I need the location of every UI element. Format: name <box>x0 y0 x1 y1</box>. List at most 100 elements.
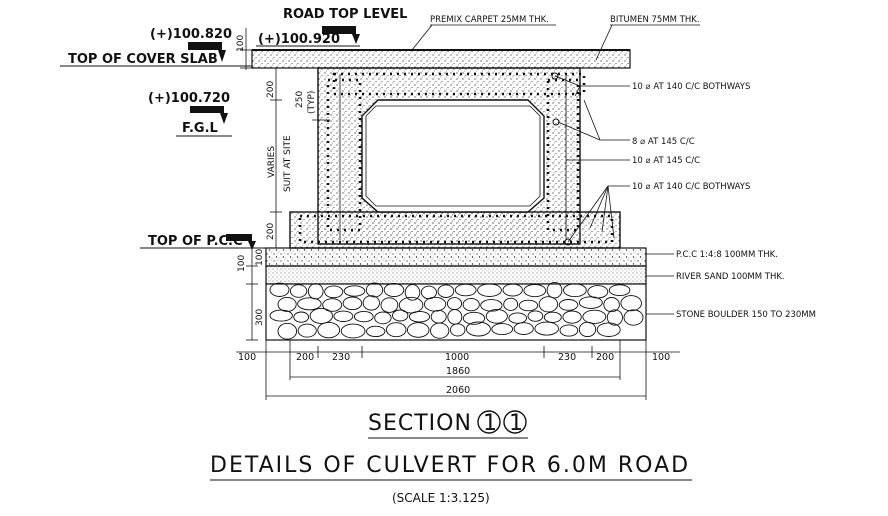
pcc-level-label: TOP OF P.C.C <box>148 234 243 249</box>
horizontal-dimensions <box>236 340 680 400</box>
stone-boulder <box>385 322 407 338</box>
dim-200-b: 200 <box>266 223 276 240</box>
stone-boulder <box>269 309 293 322</box>
stone-boulder <box>437 284 455 298</box>
stone-boulder <box>340 323 366 339</box>
stone-boulder <box>462 297 480 312</box>
river-sand-label: RIVER SAND 100MM THK. <box>676 272 785 282</box>
section-number-a: 1 <box>483 411 498 436</box>
rebar-10-145-note: 10 ⌀ AT 145 C/C <box>566 156 700 166</box>
stone-boulder <box>317 321 341 339</box>
stone-boulder <box>582 309 607 324</box>
dim-seg-200-left: 200 <box>296 352 314 363</box>
stone-boulder <box>562 310 582 324</box>
bitumen-label: BITUMEN 75MM THK. <box>610 15 700 25</box>
dim-250-typ: (TYP) <box>307 91 317 114</box>
stone-boulder <box>546 281 563 299</box>
stone-boulder <box>353 310 374 323</box>
stone-boulder <box>297 297 322 311</box>
scale-note: (SCALE 1:3.125) <box>392 491 490 505</box>
stone-boulder <box>527 310 544 322</box>
stone-boulder <box>543 311 562 323</box>
stone-boulder <box>406 322 430 338</box>
stone-boulder <box>623 309 644 326</box>
stone-boulder <box>480 299 503 312</box>
stone-boulder <box>559 324 579 337</box>
stone-boulder <box>430 322 450 339</box>
stone-boulder <box>608 284 631 297</box>
dim-300: 300 <box>255 309 265 326</box>
rebar-top-label: 10 ⌀ AT 140 C/C BOTHWAYS <box>632 82 750 92</box>
rebar-bottom-note: 10 ⌀ AT 140 C/C BOTHWAYS <box>564 182 750 246</box>
stone-boulder <box>508 312 527 324</box>
dim-100-pcc: 100 <box>237 255 247 272</box>
fgl-level-marker: (+)100.720 F.G.L <box>148 91 232 137</box>
stone-boulder <box>620 295 642 312</box>
vertical-dimensions <box>240 28 330 341</box>
stone-boulder <box>606 309 623 326</box>
road-top-value: (+)100.920 <box>258 32 340 47</box>
dim-seg-230-left: 230 <box>332 352 350 363</box>
stone-boulder <box>462 311 486 325</box>
rebar-top-note: 10 ⌀ AT 140 C/C BOTHWAYS <box>551 72 750 97</box>
rebar-8-note: 8 ⌀ AT 145 C/C <box>552 99 695 147</box>
stone-boulder <box>596 322 621 337</box>
road-surface-layer <box>251 49 631 69</box>
stone-boulder <box>398 296 424 314</box>
stone-label: STONE BOULDER 150 TO 230MM <box>676 310 816 320</box>
dim-100-sand: 100 <box>255 249 265 266</box>
section-number-b: 1 <box>509 411 524 436</box>
dim-2060: 2060 <box>446 385 470 396</box>
stone-boulder <box>513 322 534 335</box>
stone-boulder <box>563 283 587 298</box>
stone-boulder <box>518 299 539 312</box>
dim-seg-230-right: 230 <box>558 352 576 363</box>
bitumen-note: BITUMEN 75MM THK. <box>595 15 700 61</box>
stone-boulder <box>380 297 399 313</box>
stone-boulder <box>491 323 514 336</box>
rebar-cage <box>298 72 614 244</box>
stone-boulder <box>269 282 290 297</box>
stone-boulder <box>477 283 502 297</box>
stone-boulder <box>342 296 363 311</box>
dim-seg-100-right: 100 <box>652 352 670 363</box>
culvert-opening <box>361 99 545 213</box>
rebar-bottom-label: 10 ⌀ AT 140 C/C BOTHWAYS <box>632 182 750 192</box>
stone-boulder <box>465 321 491 337</box>
dim-seg-1000: 1000 <box>445 352 469 363</box>
pcc-layer <box>265 247 647 267</box>
scale-label: (SCALE 1:3.125) <box>392 491 490 505</box>
cover-slab-level-marker: (+)100.820 TOP OF COVER SLAB <box>60 27 252 67</box>
stone-boulder <box>503 297 519 311</box>
stone-boulder <box>538 296 559 313</box>
stone-boulder <box>362 295 380 311</box>
stone-note: STONE BOULDER 150 TO 230MM <box>646 310 816 320</box>
stone-boulder <box>578 296 603 309</box>
section-title: SECTION 1 1 <box>368 410 528 439</box>
stone-boulder <box>578 321 597 338</box>
stone-boulder <box>449 323 466 337</box>
stone-boulder-layer <box>265 281 647 341</box>
pcc-note: P.C.C 1:4:8 100MM THK. <box>646 250 778 260</box>
stone-boulder <box>485 308 508 324</box>
section-label: SECTION <box>368 411 472 436</box>
stone-boulder <box>297 323 317 338</box>
pcc-note-label: P.C.C 1:4:8 100MM THK. <box>676 250 778 260</box>
stone-boulder <box>309 307 333 324</box>
river-sand-layer <box>265 265 647 285</box>
premix-label: PREMIX CARPET 25MM THK. <box>430 15 549 25</box>
stone-boulder <box>392 309 409 322</box>
stone-boulder <box>322 298 343 312</box>
cover-slab-value: (+)100.820 <box>150 27 232 42</box>
dim-1860: 1860 <box>446 366 470 377</box>
stone-boulder <box>383 283 405 297</box>
pcc-level-marker: TOP OF P.C.C <box>140 234 266 250</box>
cover-slab-label: TOP OF COVER SLAB <box>68 52 218 67</box>
stone-boulder <box>408 310 431 323</box>
stone-boulder <box>374 311 392 325</box>
stone-boulder <box>277 322 298 340</box>
main-title: DETAILS OF CULVERT FOR 6.0M ROAD <box>210 453 692 481</box>
fgl-label: F.G.L <box>182 121 218 136</box>
fgl-value: (+)100.720 <box>148 91 230 106</box>
